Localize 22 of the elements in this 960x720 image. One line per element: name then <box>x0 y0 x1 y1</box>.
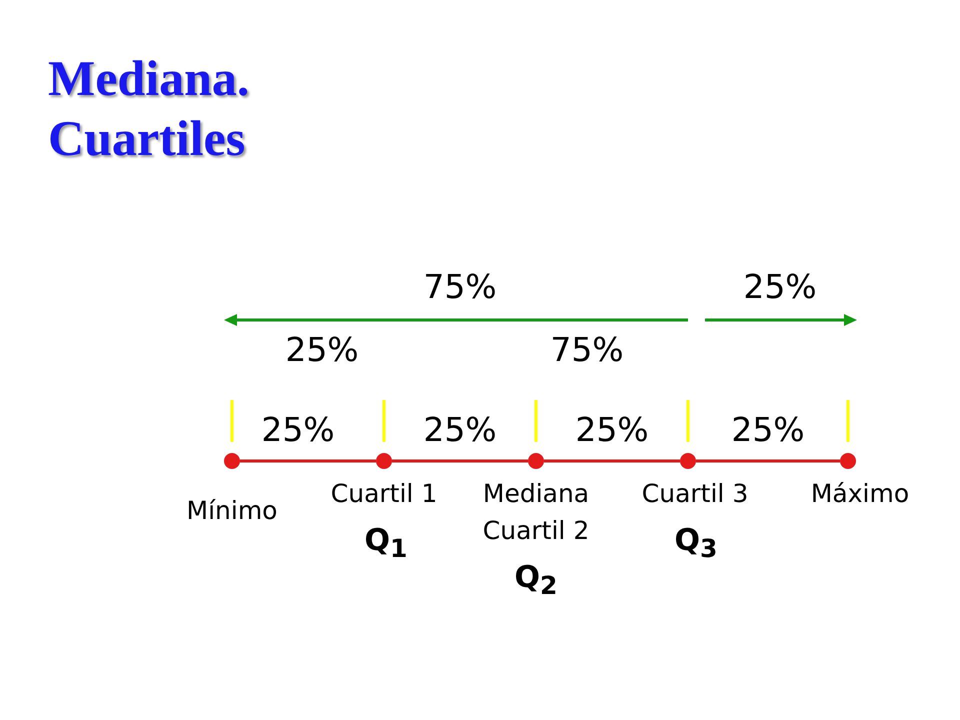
segment-percentage: 25% <box>575 411 649 449</box>
number-line-segment <box>240 460 376 462</box>
quartile-symbol: Q$_{3}$ <box>674 524 718 565</box>
percentage-label: 75% <box>423 268 497 306</box>
number-line-segment <box>544 460 680 462</box>
segment-percentage: 25% <box>423 411 497 449</box>
percentage-label: 25% <box>743 268 817 306</box>
segment-percentage: 25% <box>731 411 805 449</box>
point-label: Mediana <box>482 479 590 509</box>
segment-percentage: 25% <box>261 411 335 449</box>
point-label: Máximo <box>810 479 910 509</box>
point-label: Mínimo <box>186 496 278 526</box>
number-line-segment <box>696 460 840 462</box>
quartile-symbol: Q$_{1}$ <box>364 524 408 565</box>
quartile-symbol: Q$_{2}$ <box>514 561 558 602</box>
point-label: Cuartil 1 <box>330 479 438 509</box>
number-line-segment <box>392 460 528 462</box>
percentage-label: 25% <box>285 331 359 369</box>
percentage-label: 75% <box>550 331 624 369</box>
point-label: Cuartil 2 <box>482 516 590 546</box>
slide-title: Mediana. Cuartiles <box>48 49 250 168</box>
point-label: Cuartil 3 <box>642 479 748 509</box>
